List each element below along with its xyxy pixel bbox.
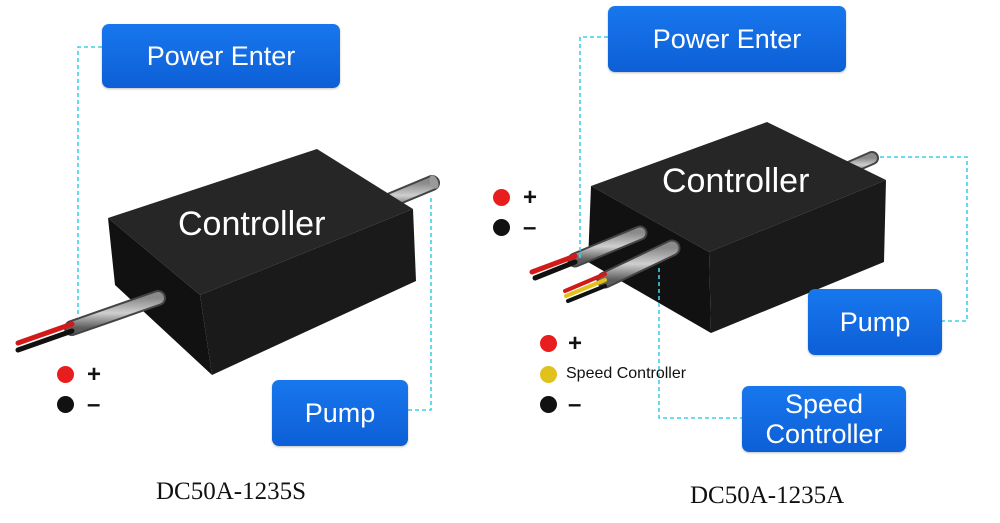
right-top-positive-dot (493, 189, 510, 206)
right-power-cable (529, 225, 648, 281)
left-power-enter-callout: Power Enter (102, 24, 340, 88)
right-model-name: DC50A-1235A (690, 482, 845, 509)
right-top-positive-sign: + (523, 184, 538, 211)
right-bottom-negative-dot (540, 396, 557, 413)
right-pump-leader (880, 156, 968, 322)
right-power-leader (579, 36, 608, 258)
right-bottom-positive-dot (540, 335, 557, 352)
left-pump-callout: Pump (272, 380, 408, 446)
right-box-side (709, 180, 886, 333)
left-model-name: DC50A-1235S (156, 478, 307, 505)
left-negative-dot (57, 396, 74, 413)
left-positive-dot (57, 366, 74, 383)
left-pump-leader (408, 195, 432, 411)
left-positive-sign: + (87, 361, 102, 388)
right-controller-unit (529, 36, 968, 419)
right-top-negative-dot (493, 219, 510, 236)
right-box-top (591, 122, 886, 252)
left-box-side (200, 209, 416, 375)
right-speed-controller-small-label: Speed Controller (566, 365, 687, 382)
right-speed-controller-callout: Speed Controller (742, 386, 906, 452)
left-box-top (108, 149, 413, 295)
left-power-cable (15, 290, 166, 353)
right-speed-cable (563, 239, 681, 303)
left-power-leader (77, 46, 102, 318)
left-negative-sign: – (87, 391, 101, 418)
left-controller-label: Controller (178, 205, 326, 243)
right-speed-leader (658, 268, 742, 419)
right-bottom-positive-sign: + (568, 330, 583, 357)
right-top-negative-sign: – (523, 214, 537, 241)
left-controller-unit (15, 46, 440, 411)
right-bottom-negative-sign: – (568, 391, 582, 418)
right-speed-dot (540, 366, 557, 383)
right-controller-label: Controller (662, 162, 810, 200)
right-power-enter-callout: Power Enter (608, 6, 846, 72)
right-pump-callout: Pump (808, 289, 942, 355)
